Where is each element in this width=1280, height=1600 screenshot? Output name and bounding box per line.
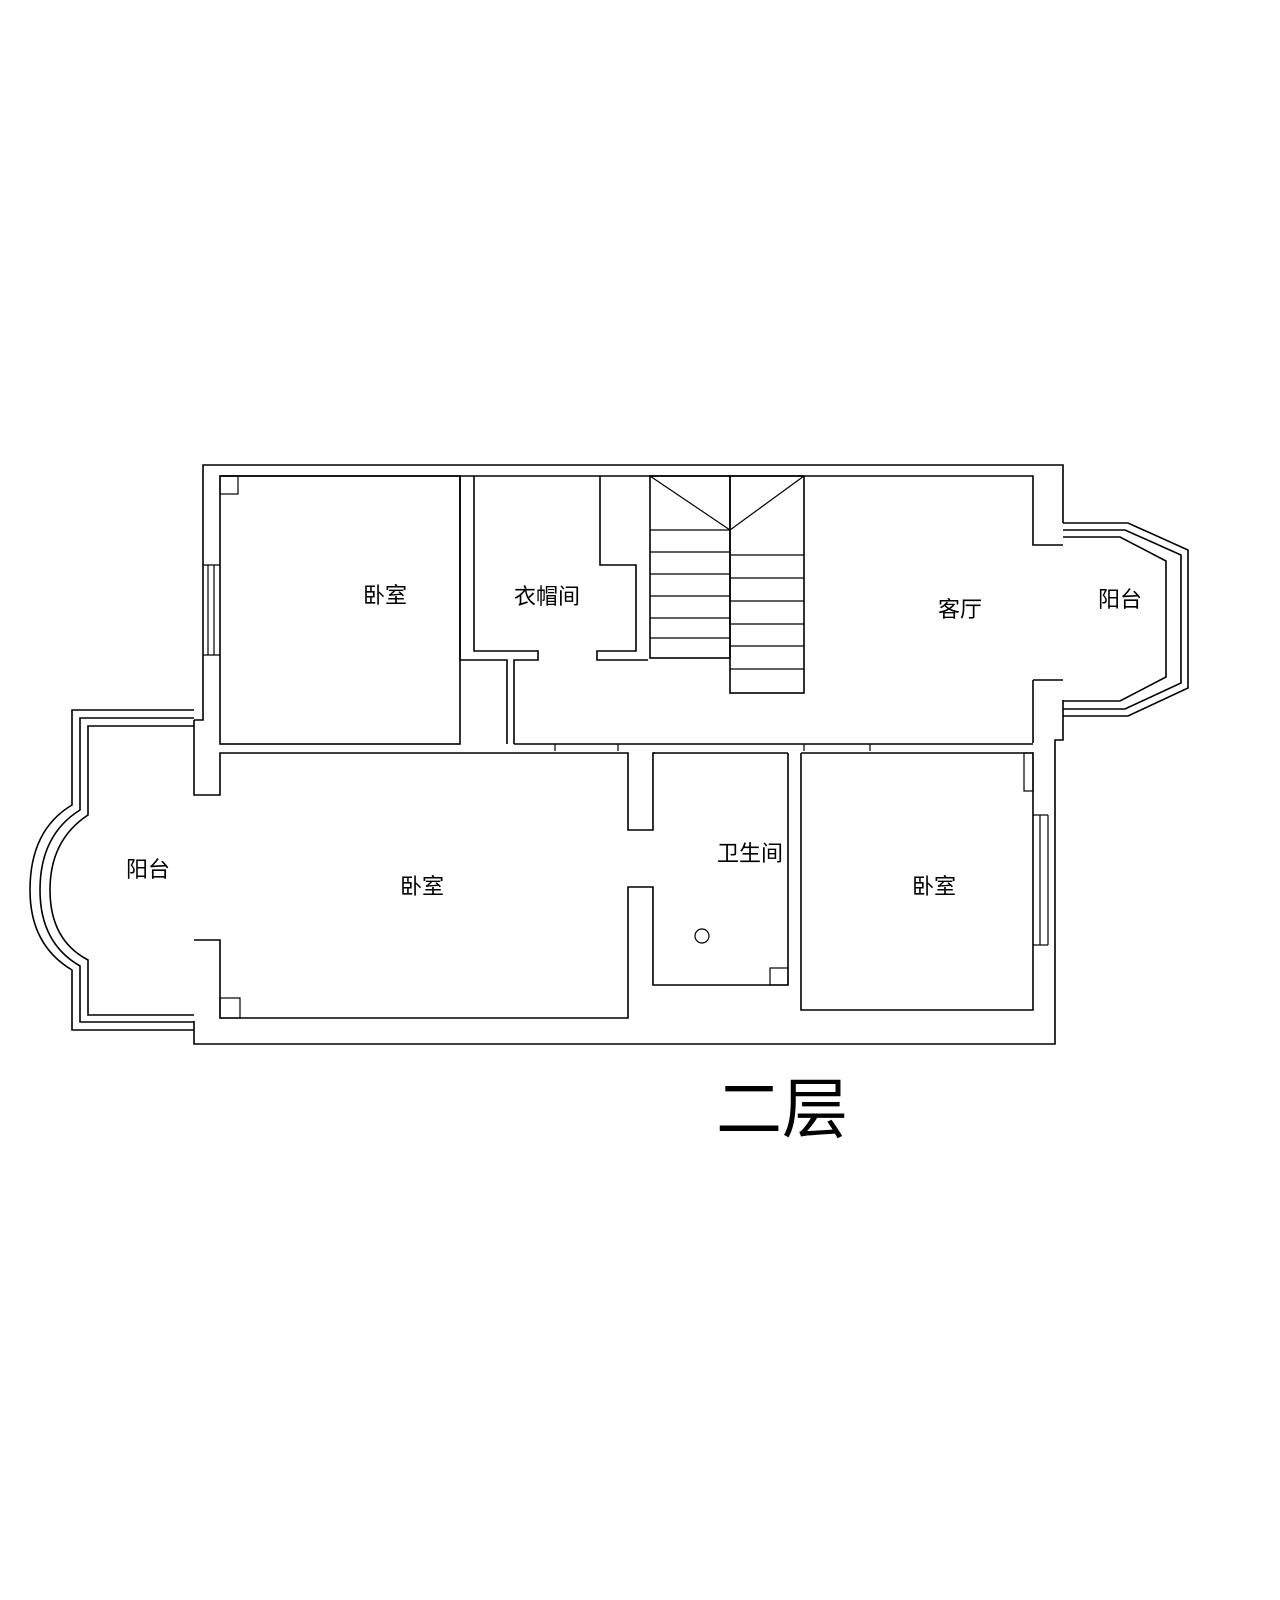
- room-label-cloakroom: 衣帽间: [514, 585, 580, 610]
- room-label-bedroom-top-left: 卧室: [363, 584, 407, 609]
- exterior-walls: [193, 464, 1064, 1045]
- floor-title: 二层: [716, 1071, 848, 1148]
- staircase: [649, 475, 805, 694]
- cloakroom-walls: [473, 476, 648, 744]
- balcony-left-walls: [29, 709, 194, 1031]
- room-label-living-room: 客厅: [938, 598, 982, 623]
- room-label-balcony-right: 阳台: [1098, 588, 1142, 613]
- bathroom-walls: [653, 752, 789, 986]
- room-label-bedroom-bottom-left: 卧室: [400, 875, 444, 900]
- bedroom-bottom-left-walls: [193, 720, 789, 1019]
- room-label-bedroom-bottom-right: 卧室: [912, 875, 956, 900]
- bedroom-top-left-walls: [203, 475, 508, 745]
- living-room-walls: [514, 743, 1033, 751]
- balcony-right-walls: [1063, 522, 1189, 717]
- room-label-bathroom: 卫生间: [717, 842, 783, 867]
- room-label-balcony-left: 阳台: [126, 858, 170, 883]
- bedroom-bottom-right-walls: [800, 752, 1049, 1011]
